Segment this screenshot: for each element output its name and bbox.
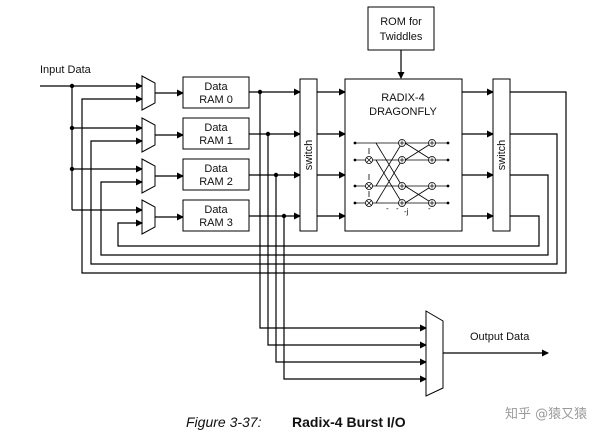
- input-bus: [40, 82, 143, 214]
- minus-sign: -: [428, 204, 431, 213]
- radix4-dragonfly: RADIX-4 DRAGONFLY: [344, 78, 463, 232]
- adder-icon: [398, 139, 436, 207]
- svg-text:RADIX-4: RADIX-4: [381, 92, 424, 104]
- figure-number: Figure 3-37:: [186, 414, 262, 430]
- multiplier-icon: [365, 156, 373, 207]
- ram-to-switch-links: [249, 88, 427, 383]
- svg-text:RAM 1: RAM 1: [199, 135, 233, 147]
- butterfly-network: - - -j -: [353, 139, 450, 216]
- data-ram-1: Data RAM 1: [182, 117, 250, 150]
- svg-text:DRAGONFLY: DRAGONFLY: [369, 106, 437, 118]
- data-ram-3: Data RAM 3: [182, 199, 250, 232]
- input-mux-2: [141, 158, 156, 194]
- minus-sign: -: [396, 204, 399, 213]
- minus-sign: -: [386, 204, 389, 213]
- rom-twiddles: ROM for Twiddles: [367, 6, 435, 79]
- svg-text:RAM 3: RAM 3: [199, 217, 233, 229]
- svg-text:Data: Data: [204, 163, 228, 175]
- dragonfly-to-switch-links: [462, 88, 494, 220]
- input-mux-0: [141, 75, 156, 111]
- mux-to-ram-links: [155, 89, 184, 221]
- svg-text:Twiddles: Twiddles: [380, 31, 423, 43]
- input-data-label: Input Data: [40, 64, 92, 76]
- figure-title: Radix-4 Burst I/O: [292, 414, 406, 430]
- switch-to-dragonfly-links: [317, 88, 346, 220]
- switch-right: switch: [492, 78, 511, 232]
- output-data-label: Output Data: [470, 331, 530, 343]
- svg-text:ROM for: ROM for: [380, 16, 422, 28]
- svg-text:RAM 0: RAM 0: [199, 94, 233, 106]
- minus-j-sign: -j: [404, 207, 409, 216]
- svg-text:Data: Data: [204, 204, 228, 216]
- switch-left: switch: [299, 78, 318, 232]
- svg-text:Data: Data: [204, 81, 228, 93]
- input-mux-1: [141, 117, 156, 153]
- watermark: 知乎 @猿又猿: [505, 406, 587, 422]
- feedback-paths: [81, 91, 567, 274]
- svg-text:RAM 2: RAM 2: [199, 176, 233, 188]
- data-ram-2: Data RAM 2: [182, 158, 250, 191]
- data-ram-0: Data RAM 0: [182, 76, 250, 109]
- svg-text:Data: Data: [204, 122, 228, 134]
- svg-text:switch: switch: [303, 140, 315, 171]
- input-mux-3: [141, 199, 156, 235]
- svg-text:switch: switch: [496, 140, 508, 171]
- output-mux: [425, 310, 444, 397]
